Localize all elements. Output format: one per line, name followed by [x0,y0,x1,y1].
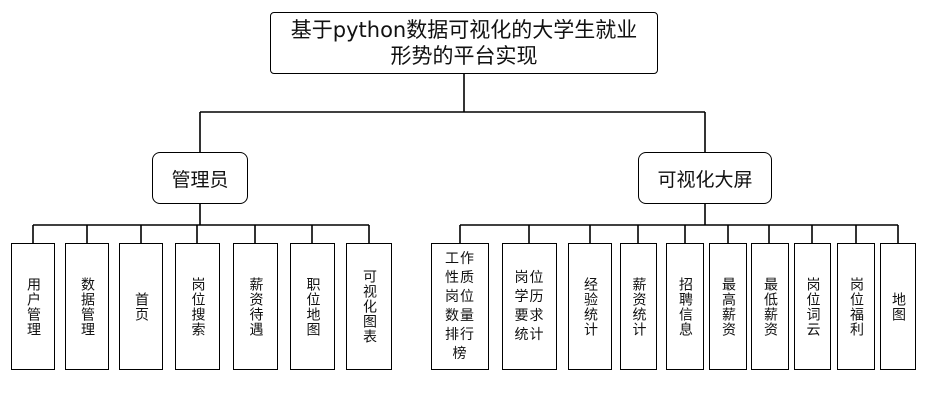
leaf-recruit-info: 招聘信息 [666,243,704,370]
leaf-label: 岗位福利 [848,276,864,337]
node-admin: 管理员 [152,152,248,204]
node-dashboard-label: 可视化大屏 [657,168,753,191]
leaf-label: 经验统计 [582,276,598,337]
leaf-label: 工作性质岗位数量排行榜 [445,250,475,362]
leaf-label: 首页 [133,291,149,322]
leaf-education-stats: 岗位学历要求统计 [502,243,557,370]
leaf-label: 最低薪资 [762,276,778,337]
leaf-label: 职位地图 [304,276,321,337]
leaf-word-cloud: 岗位词云 [794,243,831,370]
root-title: 基于python数据可视化的大学生就业形势的平台实现 [290,18,638,68]
leaf-label: 岗位学历要求统计 [514,269,545,343]
leaf-map: 地图 [880,243,916,370]
leaf-benefits: 岗位福利 [837,243,875,370]
leaf-job-map: 职位地图 [290,243,335,370]
leaf-label: 招聘信息 [677,276,693,337]
leaf-data-management: 数据管理 [65,243,109,370]
leaf-job-ranking: 工作性质岗位数量排行榜 [431,243,489,370]
node-admin-label: 管理员 [171,168,229,191]
leaf-charts: 可视化图表 [346,243,392,370]
node-dashboard: 可视化大屏 [638,152,772,204]
leaf-label: 可视化图表 [361,269,377,344]
leaf-label: 薪资待遇 [247,276,264,337]
leaf-label: 薪资统计 [630,276,647,337]
leaf-home: 首页 [119,243,163,370]
leaf-label: 地图 [890,291,906,322]
leaf-label: 用户管理 [25,276,41,337]
leaf-label: 岗位词云 [804,276,821,337]
root-node: 基于python数据可视化的大学生就业形势的平台实现 [270,12,658,74]
leaf-max-salary: 最高薪资 [709,243,747,370]
leaf-salary: 薪资待遇 [233,243,278,370]
leaf-label: 岗位搜索 [189,276,206,337]
leaf-label: 数据管理 [79,276,95,337]
leaf-experience-stats: 经验统计 [568,243,612,370]
leaf-job-search: 岗位搜索 [175,243,220,370]
leaf-min-salary: 最低薪资 [751,243,789,370]
leaf-label: 最高薪资 [720,276,736,337]
leaf-salary-stats: 薪资统计 [620,243,657,370]
leaf-user-management: 用户管理 [11,243,55,370]
